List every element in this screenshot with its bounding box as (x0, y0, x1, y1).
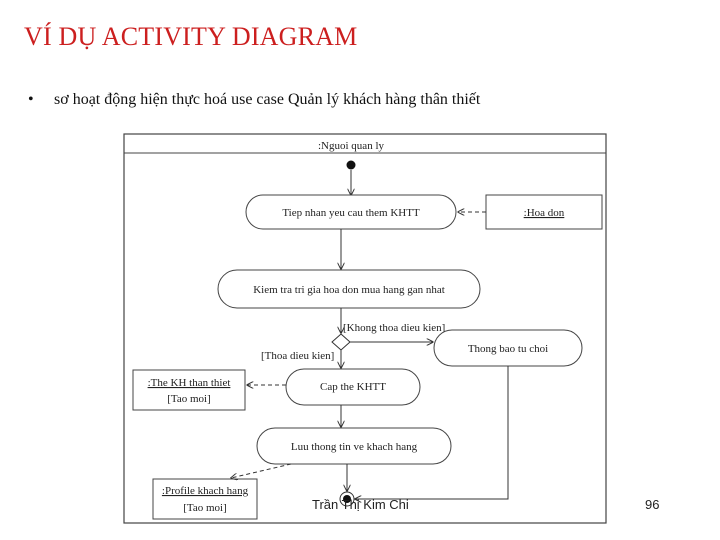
guard-satisfied: [Thoa dieu kien] (261, 350, 334, 362)
bullet-dot: • (28, 91, 34, 108)
activity-kiem-tra-label: Kiem tra tri gia hoa don mua hang gan nh… (253, 284, 445, 296)
bullet-item: • sơ hoạt động hiện thực hoá use case Quả… (28, 91, 480, 109)
initial-node (346, 160, 356, 170)
final-node-inner (343, 495, 351, 503)
activity-cap-the-label: Cap the KHTT (320, 381, 386, 393)
activity-tiep-nhan-label: Tiep nhan yeu cau them KHTT (282, 207, 420, 219)
activity-diagram: :Nguoi quan ly Tiep nhan yeu cau them KH… (123, 133, 607, 524)
object-the-kh-name: :The KH than thiet (148, 377, 231, 389)
object-profile-name: :Profile khach hang (162, 485, 249, 497)
activity-luu-thong-tin (256, 427, 452, 465)
slide-page-number: 96 (645, 497, 660, 512)
activity-cap-the (285, 368, 421, 406)
object-the-kh-state: [Tao moi] (167, 393, 211, 405)
flow-a3-final (355, 366, 509, 499)
activity-thong-bao-label: Thong bao tu choi (468, 343, 548, 355)
object-profile-state: [Tao moi] (183, 502, 227, 514)
object-profile (152, 478, 258, 520)
swimlane-label: :Nguoi quan ly (318, 140, 384, 152)
bullet-text: sơ hoạt động hiện thực hoá use case Quản… (54, 91, 481, 108)
objectflow-profile (231, 463, 292, 478)
guard-not-satisfied: [Khong thoa dieu kien] (343, 322, 445, 334)
slide-author: Trần Thị Kim Chi (312, 497, 409, 512)
object-the-kh (132, 369, 246, 411)
activity-luu-thong-tin-label: Luu thong tin ve khach hang (291, 441, 418, 453)
activity-kiem-tra (217, 269, 481, 309)
object-hoa-don-label: :Hoa don (524, 207, 565, 219)
activity-tiep-nhan (245, 194, 457, 230)
slide-title: VÍ DỤ ACTIVITY DIAGRAM (24, 22, 358, 51)
